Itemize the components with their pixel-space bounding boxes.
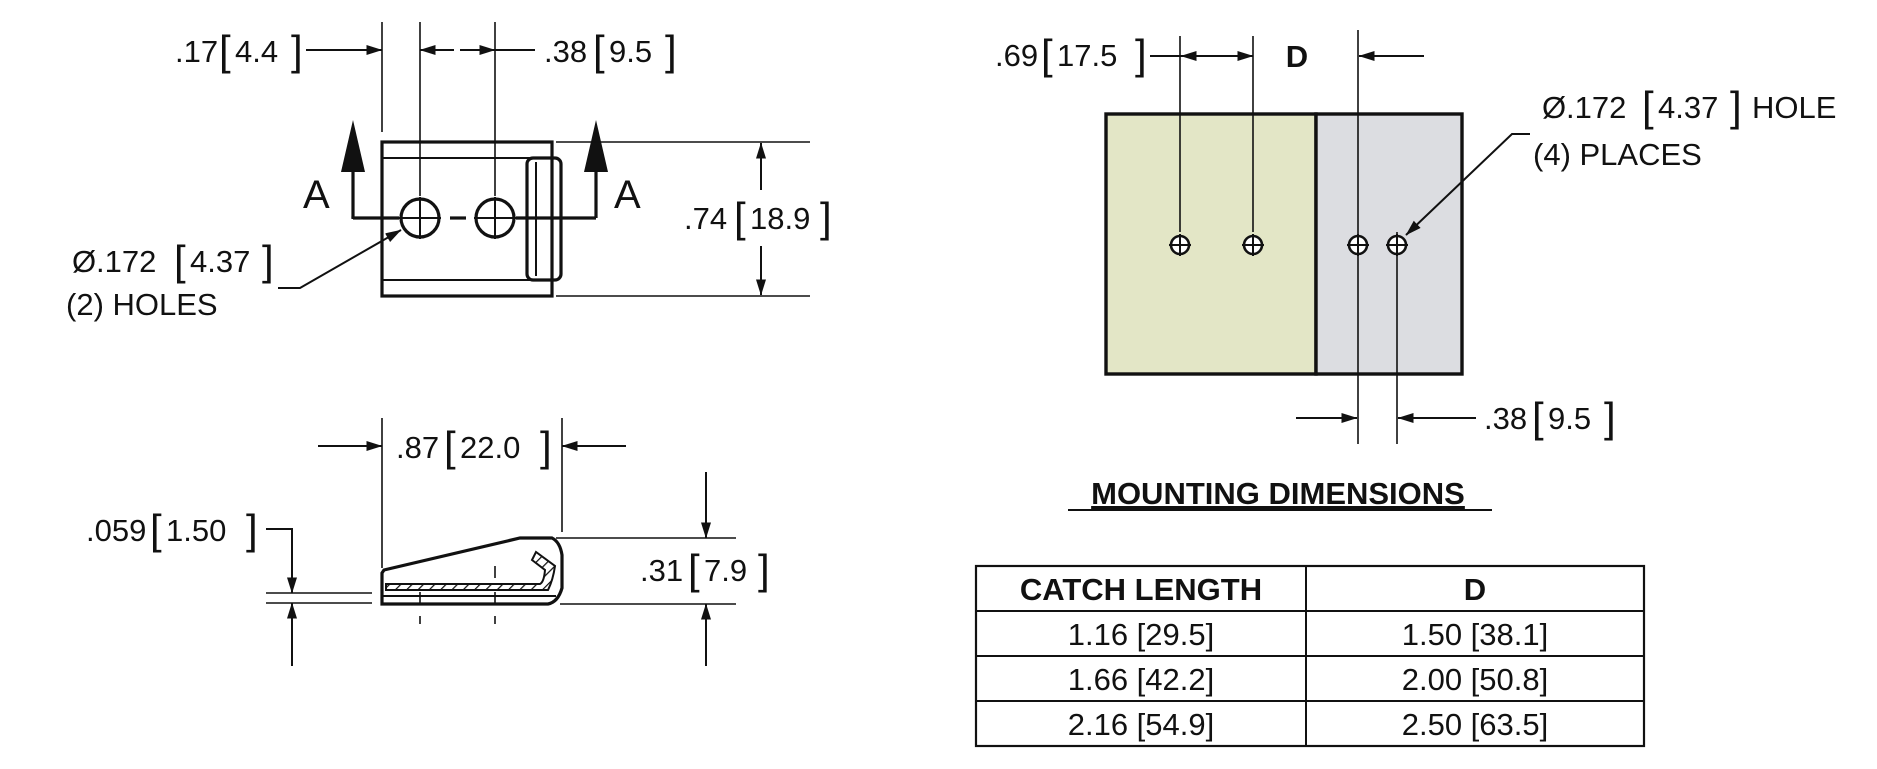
section-line-left <box>351 216 399 220</box>
dim-inch-value: .87 <box>396 430 439 465</box>
section-label-right: A <box>614 173 641 217</box>
dim-bracket: [ <box>593 27 605 74</box>
dim-inch-value: .059 <box>86 513 146 548</box>
hole-mm-value: 4.37 <box>1658 90 1718 125</box>
dim-bracket: [ <box>219 27 231 74</box>
catch-section-hatch <box>385 550 557 591</box>
table-cell: 1.16 [29.5] <box>1068 617 1215 652</box>
table-header-d: D <box>1464 572 1486 607</box>
dim-d-label: D <box>1286 39 1308 74</box>
dim-bracket: [ <box>150 506 162 553</box>
mounting-view: .69 [ 17.5 ] D .38 [ 9.5 ] Ø .172 [ 4.37… <box>995 30 1836 444</box>
dim-inch-value: .74 <box>684 201 727 236</box>
top-view: A A .17 [ 4.4 ] .38 [ 9.5 ] .74 [ 18.9 ]… <box>66 22 832 322</box>
dim-mm-value: 1.50 <box>166 513 226 548</box>
table-cell: 1.50 [38.1] <box>1402 617 1549 652</box>
dim-bracket: ] <box>262 237 274 284</box>
table-cell: 2.00 [50.8] <box>1402 662 1549 697</box>
dim-mm-value: 7.9 <box>704 553 747 588</box>
dim-bracket: ] <box>758 546 770 593</box>
mounting-hole <box>1169 234 1191 256</box>
section-arrow-right <box>584 120 608 172</box>
dim-leader <box>266 528 293 593</box>
dim-mm-value: 22.0 <box>460 430 520 465</box>
mounting-table: CATCH LENGTH D 1.16 [29.5] 1.50 [38.1] 1… <box>974 564 1646 748</box>
dim-bracket: ] <box>1730 83 1742 130</box>
dim-inch-value: .17 <box>175 34 218 69</box>
dim-bracket: ] <box>246 506 258 553</box>
diameter-symbol: Ø <box>72 244 96 279</box>
dim-bracket: [ <box>1642 83 1654 130</box>
hole-note-suffix: HOLE <box>1752 90 1836 125</box>
dim-mm-value: 9.5 <box>609 34 652 69</box>
hole-count-note: (2) HOLES <box>66 287 218 322</box>
strike-mounting-plate <box>1314 112 1464 376</box>
dim-bracket: [ <box>1041 31 1053 78</box>
dim-bracket: [ <box>1532 394 1544 441</box>
table-header-catch-length: CATCH LENGTH <box>1020 572 1262 607</box>
dim-bracket: [ <box>444 423 456 470</box>
table-cell: 1.66 [42.2] <box>1068 662 1215 697</box>
dim-bracket: ] <box>540 423 552 470</box>
mounting-hole <box>1386 234 1408 256</box>
dim-bracket: ] <box>1604 394 1616 441</box>
mounting-hole <box>1242 234 1264 256</box>
mounting-hole <box>474 197 516 239</box>
dim-bracket: [ <box>734 194 746 241</box>
hole-count-note: (4) PLACES <box>1533 137 1702 172</box>
hole-mm-value: 4.37 <box>190 244 250 279</box>
dim-mm-value: 9.5 <box>1548 401 1591 436</box>
hole-inch-value: .172 <box>96 244 156 279</box>
dim-inch-value: .69 <box>995 38 1038 73</box>
dim-bracket: [ <box>174 237 186 284</box>
dim-inch-value: .31 <box>640 553 683 588</box>
hole-leader <box>278 229 402 289</box>
section-label-left: A <box>303 173 330 217</box>
mounting-hole <box>1347 234 1369 256</box>
dim-mm-value: 18.9 <box>750 201 810 236</box>
mounting-dimensions-title: MOUNTING DIMENSIONS <box>1091 476 1465 511</box>
table-cell: 2.50 [63.5] <box>1402 707 1549 742</box>
diameter-symbol: Ø <box>1542 90 1566 125</box>
dim-bracket: ] <box>820 194 832 241</box>
mounting-hole <box>399 197 441 239</box>
dim-mm-value: 4.4 <box>235 34 278 69</box>
dim-inch-value: .38 <box>544 34 587 69</box>
dim-bracket: [ <box>688 546 700 593</box>
catch-profile <box>380 536 564 606</box>
hole-leader <box>1405 133 1530 236</box>
side-view: .87 [ 22.0 ] .059 [ 1.50 ] .31 [ 7.9 ] <box>86 418 770 666</box>
dim-bracket: ] <box>665 27 677 74</box>
dim-bracket: ] <box>1135 31 1147 78</box>
catch-mounting-plate <box>1104 112 1318 376</box>
section-arrow-left <box>341 120 365 172</box>
dim-inch-value: .38 <box>1484 401 1527 436</box>
dim-mm-value: 17.5 <box>1057 38 1117 73</box>
hole-inch-value: .172 <box>1566 90 1626 125</box>
dim-bracket: ] <box>291 27 303 74</box>
table-cell: 2.16 [54.9] <box>1068 707 1215 742</box>
